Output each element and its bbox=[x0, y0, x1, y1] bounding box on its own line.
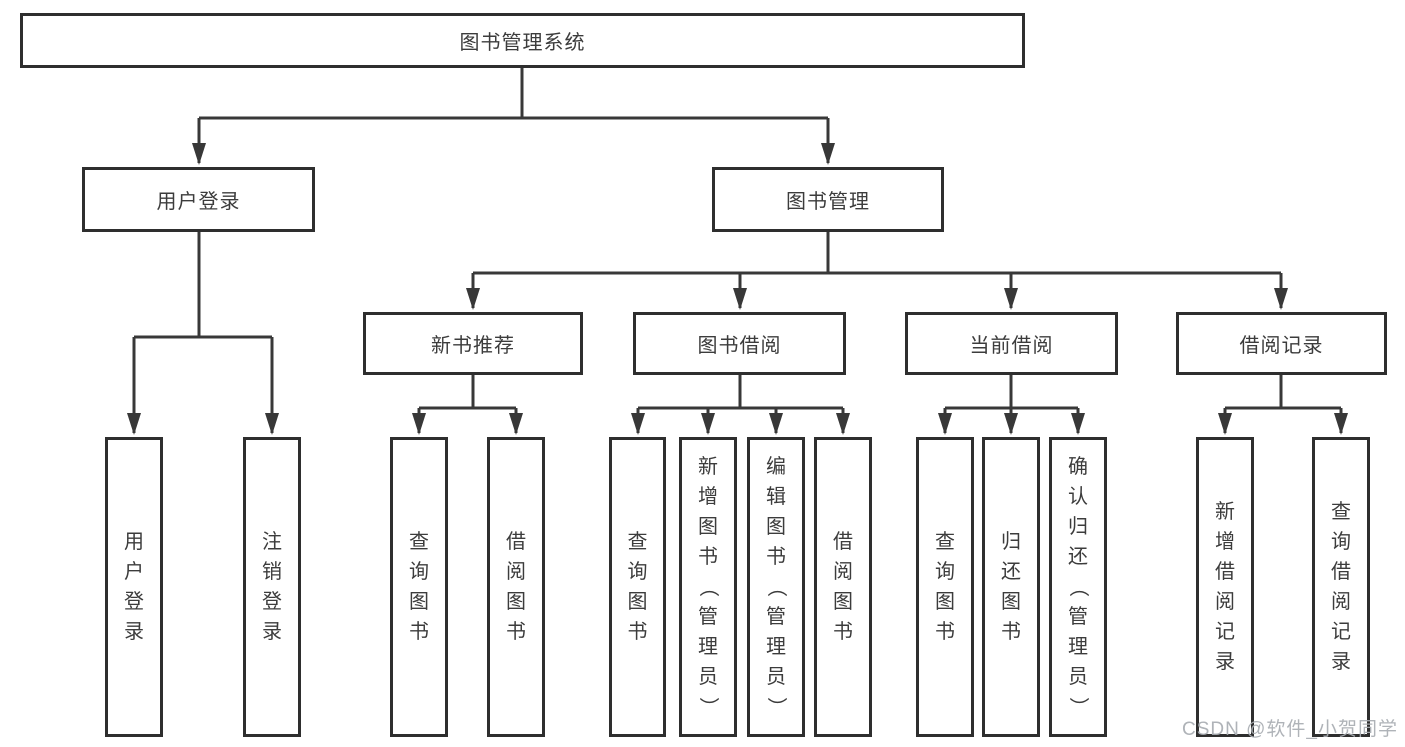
leaf-add-borrow-record-label: 新增借阅记录 bbox=[1215, 501, 1235, 673]
leaf-confirm-return-admin-label: 确认归还（管理员） bbox=[1067, 456, 1089, 717]
leaf-add-books-admin: 新增图书（管理员） bbox=[679, 437, 737, 737]
node-current-borrow: 当前借阅 bbox=[905, 312, 1118, 375]
node-user-login: 用户登录 bbox=[82, 167, 315, 232]
leaf-current-query-books: 查询图书 bbox=[916, 437, 974, 737]
node-book-borrow-label: 图书借阅 bbox=[697, 335, 782, 357]
csdn-watermark: CSDN @软件_小贺同学 bbox=[1182, 719, 1398, 740]
leaf-query-borrow-record: 查询借阅记录 bbox=[1312, 437, 1370, 737]
leaf-borrow-query-books: 查询图书 bbox=[609, 437, 666, 737]
leaf-recommend-borrow-books: 借阅图书 bbox=[487, 437, 545, 737]
leaf-edit-books-admin-label: 编辑图书（管理员） bbox=[765, 456, 787, 717]
leaf-logout-label: 注销登录 bbox=[262, 531, 282, 643]
leaf-recommend-query-books: 查询图书 bbox=[390, 437, 448, 737]
leaf-add-books-admin-label: 新增图书（管理员） bbox=[697, 456, 719, 717]
leaf-current-query-books-label: 查询图书 bbox=[935, 531, 955, 643]
leaf-add-borrow-record: 新增借阅记录 bbox=[1196, 437, 1254, 737]
node-library-system: 图书管理系统 bbox=[20, 13, 1025, 68]
node-book-management-label: 图书管理 bbox=[786, 191, 870, 213]
leaf-return-books-label: 归还图书 bbox=[1001, 531, 1021, 643]
leaf-recommend-query-books-label: 查询图书 bbox=[409, 531, 429, 643]
leaf-user-login: 用户登录 bbox=[105, 437, 163, 737]
node-borrow-records: 借阅记录 bbox=[1176, 312, 1387, 375]
leaf-recommend-borrow-books-label: 借阅图书 bbox=[506, 531, 526, 643]
node-new-book-recommend-label: 新书推荐 bbox=[431, 335, 515, 357]
leaf-edit-books-admin: 编辑图书（管理员） bbox=[747, 437, 805, 737]
node-book-management: 图书管理 bbox=[712, 167, 944, 232]
node-new-book-recommend: 新书推荐 bbox=[363, 312, 583, 375]
leaf-borrow-query-books-label: 查询图书 bbox=[627, 531, 648, 643]
node-current-borrow-label: 当前借阅 bbox=[969, 335, 1054, 357]
leaf-borrow-books: 借阅图书 bbox=[814, 437, 872, 737]
leaf-borrow-books-label: 借阅图书 bbox=[833, 531, 853, 643]
node-book-borrow: 图书借阅 bbox=[633, 312, 846, 375]
node-borrow-records-label: 借阅记录 bbox=[1239, 335, 1324, 357]
node-library-system-label: 图书管理系统 bbox=[459, 32, 586, 54]
leaf-logout: 注销登录 bbox=[243, 437, 301, 737]
node-user-login-label: 用户登录 bbox=[156, 191, 241, 213]
leaf-confirm-return-admin: 确认归还（管理员） bbox=[1049, 437, 1107, 737]
leaf-query-borrow-record-label: 查询借阅记录 bbox=[1331, 501, 1351, 673]
leaf-user-login-label: 用户登录 bbox=[124, 531, 144, 643]
leaf-return-books: 归还图书 bbox=[982, 437, 1040, 737]
